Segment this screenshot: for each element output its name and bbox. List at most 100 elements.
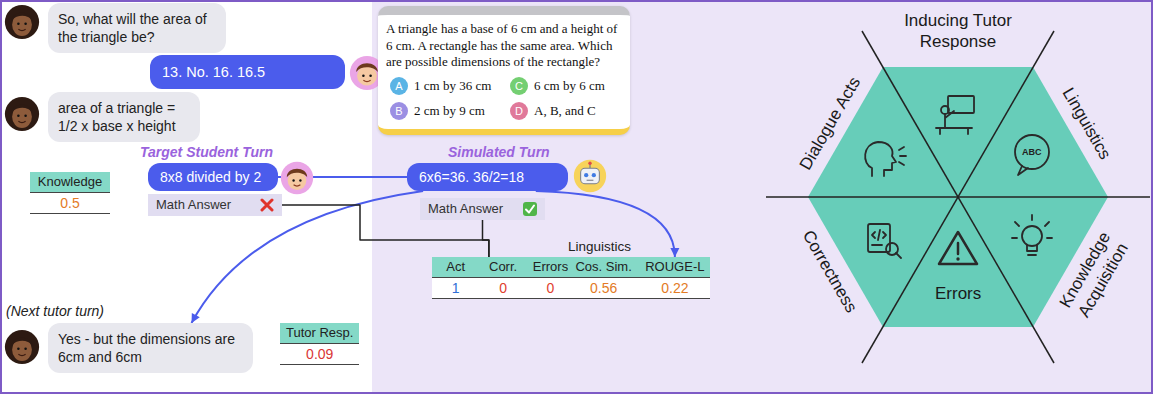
warning-icon [939,232,977,264]
right-mark [523,202,537,216]
option-letter: D [510,102,528,120]
grid-node: ActCorr.Errors100 [432,257,574,299]
connector-line [483,220,489,257]
teacher-icon [948,96,974,113]
metric-table: Knowledge0.5 [30,172,110,214]
code-inspect-icon [896,253,901,258]
option-letter: A [390,77,408,95]
table-header: Knowledge [30,172,110,192]
metric-table: Cos. Sim.ROUGE-L0.560.22 [568,257,710,299]
warning-icon [956,257,959,260]
metric-table: ActCorr.Errors100 [432,257,574,299]
table-header: Cos. Sim. [568,257,639,277]
option-text: 1 cm by 36 cm [414,78,491,94]
speaking-head-icon [865,142,896,176]
bubble-node: 6x6=36. 36/2=18 [407,163,568,191]
dimension-label: Errors [935,283,981,304]
lightbulb-icon [1022,226,1042,246]
note-label: (Next tutor turn) [6,303,104,319]
speech-text: Yes - but the dimensions are 6cm and 6cm [58,330,243,366]
math-node: Math Answer [420,198,545,220]
code-inspect-icon [868,224,901,258]
grid-node: Tutor Resp.0.09 [280,323,359,365]
opt-node: D A, B, and C [510,102,596,120]
code-inspect-icon [872,230,886,245]
table-value: 0.56 [568,277,639,299]
right-mark [526,206,534,213]
turn-label: Target Student Turn [140,144,273,160]
option-text: 2 cm by 9 cm [414,103,485,119]
grid-node: Knowledge0.5 [30,172,110,214]
opt-node: B 2 cm by 9 cm [390,102,485,120]
card-node: A triangle has a base of 6 cm and a heig… [378,6,630,135]
icon-text: ABC [1022,147,1042,157]
dimension-label: Inducing Tutor Response [873,10,1043,52]
math-node: Math Answer [148,194,282,216]
opt-node: A 1 cm by 36 cm [390,77,491,95]
speaking-head-icon [899,147,906,165]
speech-bubble-icon [1015,135,1049,175]
speaking-head-icon [865,142,906,176]
grid-node: LinguisticsCos. Sim.ROUGE-L0.560.22 [568,257,710,299]
bubble-node: area of a triangle = 1/2 x base x height [48,92,200,142]
right-mark [523,202,537,216]
table-value: 0.09 [280,343,359,365]
dimension-label: Knowledge Acquisition [1048,216,1140,334]
tutor-avatar [5,97,39,131]
bubble-node: 13. No. 16. 16.5 [150,55,345,89]
arrow-head [192,313,200,323]
bubble-node: So, what will the area of the triangle b… [48,3,226,53]
panel-ground [372,0,1153,394]
speech-text: 6x6=36. 36/2=18 [419,168,556,186]
speech-text: So, what will the area of the triangle b… [58,10,216,46]
divider-line [766,31,1150,363]
dimension-label: Dialogue Acts [795,73,865,174]
wrong-mark [260,198,274,212]
table-value: 1 [432,277,479,299]
table-header: ROUGE-L [639,257,710,277]
warning-icon [939,232,977,264]
lightbulb-icon [1027,245,1037,255]
dimension-label: Correctness [798,226,862,316]
connector [483,220,489,257]
divider-line [862,31,1054,363]
teacher-icon [941,106,949,114]
table-value: 0 [479,277,526,299]
option-letter: C [510,77,528,95]
opt-node: C 6 cm by 6 cm [510,77,605,95]
turn-label: Simulated Turn [448,144,550,160]
bubble-node: 8x8 divided by 2 [148,163,278,191]
answer-label: Math Answer [156,197,231,213]
table-header: Act [432,257,479,277]
connector-line [536,191,675,257]
lightbulb-icon [1012,215,1052,238]
speech-text: area of a triangle = 1/2 x base x height [58,99,190,135]
table-value: 0.22 [639,277,710,299]
dimension-label: Linguistics [1057,83,1115,162]
option-letter: B [390,102,408,120]
warning-icon [957,243,960,254]
table-header: Tutor Resp. [280,323,359,343]
question-text: A triangle has a base of 6 cm and a heig… [378,15,630,71]
table-value: 0.5 [30,192,110,214]
wrong-mark [262,200,272,210]
student-avatar [281,162,313,194]
speech-text: 13. No. 16. 16.5 [162,63,333,81]
divider-line [862,31,1054,363]
speech-bubble-icon [1015,135,1049,169]
teacher-icon [936,96,974,134]
bubble-node: Yes - but the dimensions are 6cm and 6cm [48,323,253,373]
teacher-icon [936,111,972,134]
speech-text: 8x8 divided by 2 [160,168,266,186]
tutor-avatar [5,5,39,39]
table-heading: Linguistics [568,239,631,254]
speech-bubble-icon [1018,166,1028,175]
metric-table: Tutor Resp.0.09 [280,323,359,365]
option-text: A, B, and C [534,103,596,119]
table-header: Corr. [479,257,526,277]
arrow-head [670,248,679,257]
option-text: 6 cm by 6 cm [534,78,605,94]
